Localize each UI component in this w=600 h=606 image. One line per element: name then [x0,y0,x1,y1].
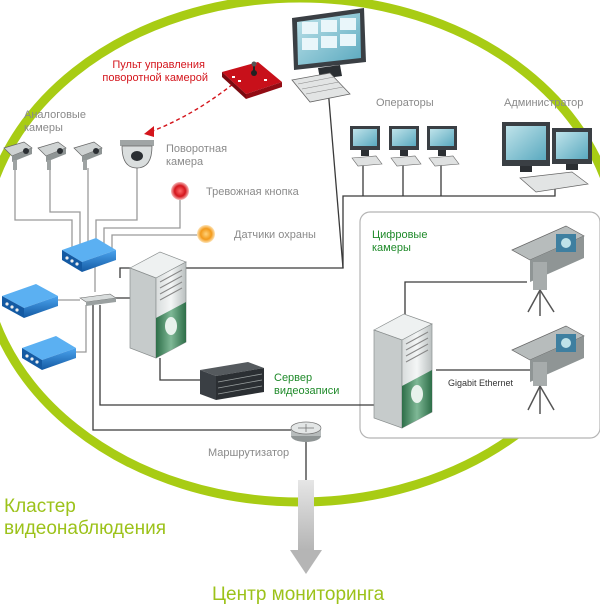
operator-monitor-icon [389,126,422,167]
operator-monitors [350,126,460,167]
ptz-console-icon [222,61,282,99]
wires [14,87,556,480]
analog-cameras-label: Аналоговые камеры [24,109,89,134]
main-workstation-icon [291,8,366,103]
video-encoder-icon [2,284,58,318]
network-switch-icon [79,293,117,306]
recording-server-label: Сервер видеозаписи [274,372,339,397]
video-encoder-icon [22,336,76,370]
administrator-workstation-icon [502,122,592,193]
ptz-console-label: Пульт управления поворотной камерой [102,59,208,84]
router-icon [290,421,322,442]
router-label: Маршрутизатор [208,447,289,459]
analog-camera-icon [3,141,33,170]
monitoring-center-label: Центр мониторинга [212,584,385,605]
ptz-control-link [144,79,239,137]
digital-camera-icon [511,325,585,414]
digital-camera-icon [511,225,585,316]
security-sensor-icon [197,225,215,243]
operator-monitor-icon [350,126,383,167]
security-sensors-label: Датчики охраны [234,229,316,241]
gigabit-ethernet-label: Gigabit Ethernet [448,378,514,388]
analog-cameras [3,141,103,170]
operators-label: Операторы [376,97,434,109]
storage-array-icon [200,362,264,400]
analog-camera-icon [73,141,103,170]
alarm-button-label: Тревожная кнопка [206,186,300,198]
cluster-label: Кластер видеонаблюдения [4,496,166,539]
operator-monitor-icon [427,126,460,167]
digital-camera-server-icon [373,313,433,429]
alarm-button-icon [171,182,189,200]
uplink-arrow-icon [290,480,322,574]
ptz-dome-camera-icon [120,140,154,169]
recording-server-icon [129,251,187,359]
digital-cameras-label: Цифровые камеры [372,229,431,254]
video-encoder-icon [62,238,116,272]
analog-camera-icon [37,141,67,170]
ptz-camera-label: Поворотная камера [166,143,230,168]
administrator-label: Администратор [504,97,583,109]
